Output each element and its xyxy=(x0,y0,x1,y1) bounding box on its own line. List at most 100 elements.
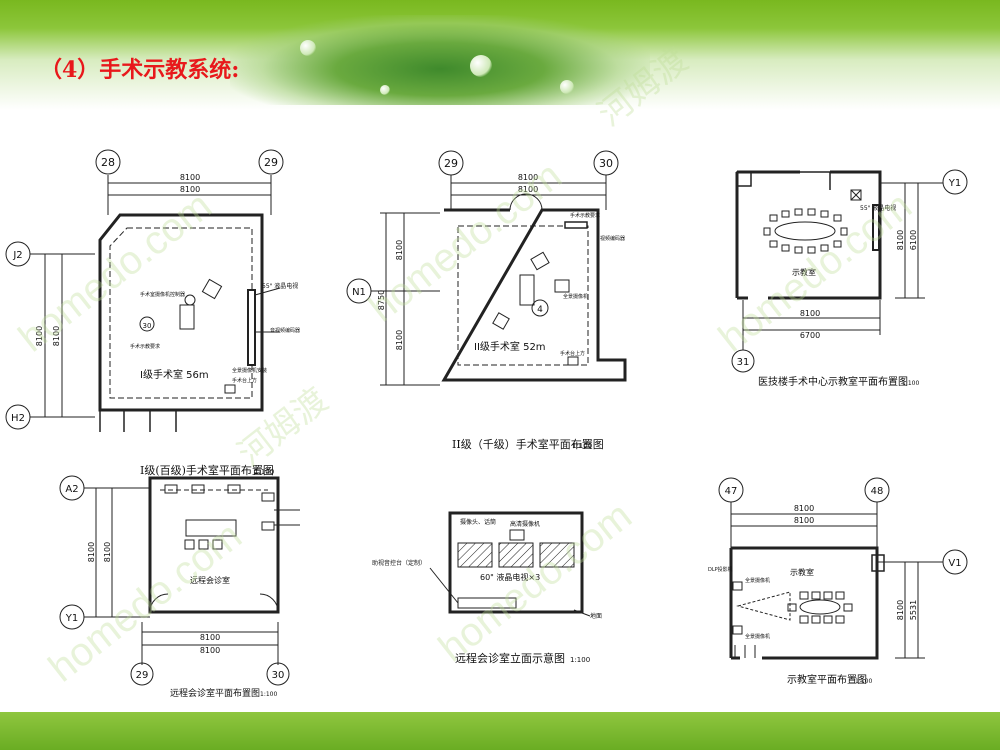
water-drop-decoration xyxy=(300,40,316,56)
equipment-note: 55" 液晶电视 xyxy=(262,282,298,290)
dimension-label: 8100 xyxy=(794,516,814,525)
marker-label: 4 xyxy=(537,305,543,315)
demo-hall-plan xyxy=(731,169,968,373)
dimension-label: 8100 xyxy=(180,173,200,182)
dimension-label: 8100 xyxy=(395,330,404,350)
water-drop-decoration xyxy=(560,80,574,94)
water-drop-decoration xyxy=(380,85,390,95)
dimension-label: 6700 xyxy=(800,331,820,340)
room-label: 示教室 xyxy=(790,567,814,577)
room-label: I级手术室 56m xyxy=(140,368,209,381)
camera-marker xyxy=(531,299,549,317)
header-banner xyxy=(0,0,1000,110)
drawing-caption: 远程会诊室平面布置图 xyxy=(170,687,260,699)
drawing-caption: 医技楼手术中心示教室平面布置图 xyxy=(758,375,908,388)
scale-label: 1:100 xyxy=(254,468,274,476)
axis-marker xyxy=(942,549,968,575)
axis-label: 29 xyxy=(136,670,149,681)
dimension-label: 8100 xyxy=(395,240,404,260)
equipment-note: 音视频编码器 xyxy=(270,327,300,334)
row-label: Y1 xyxy=(948,178,961,189)
scale-label: 1:100 xyxy=(570,656,590,664)
axis-label: 30 xyxy=(272,670,285,681)
axis-label: 30 xyxy=(599,157,613,170)
scale-label: 1:100 xyxy=(855,678,872,685)
equipment-note: 全景摄像机 xyxy=(745,633,770,640)
axis-label: 29 xyxy=(444,157,458,170)
equipment-note: 视频编码器 xyxy=(600,235,625,242)
console-desk xyxy=(185,519,237,537)
dimension-label: 8100 xyxy=(103,542,112,562)
equipment-note: 手术台上方 xyxy=(232,377,257,384)
elevation-label: 助视音控台（定制） xyxy=(372,559,426,567)
chair-group xyxy=(787,591,853,624)
dimension-label: 8100 xyxy=(52,326,61,346)
lcd-tv-3 xyxy=(539,542,575,568)
axis-label: 31 xyxy=(737,357,750,368)
axis-marker xyxy=(95,149,121,175)
axis-marker xyxy=(942,169,968,195)
scale-label: 1:100 xyxy=(260,691,277,698)
row-label: J2 xyxy=(12,250,22,261)
axis-label: 48 xyxy=(871,486,884,497)
footer-bar xyxy=(0,712,1000,750)
marker-label: 30 xyxy=(143,322,152,330)
equipment-note: 全景摄像机 xyxy=(563,293,588,300)
dimension-label: 8100 xyxy=(200,646,220,655)
equipment-note: 手术示教要求 xyxy=(130,343,160,350)
dimension-label: 5531 xyxy=(909,600,918,620)
dimension-label: 8750 xyxy=(377,290,386,310)
drawing-caption: I级(百级)手术室平面布置图 xyxy=(140,463,274,477)
room-label: 远程会诊室 xyxy=(190,575,230,585)
equipment-note: DLP投影机 xyxy=(708,566,733,573)
dimension-label: 8100 xyxy=(896,600,905,620)
projector-icon xyxy=(850,189,862,201)
row-label: V1 xyxy=(948,558,961,569)
axis-marker xyxy=(731,349,755,373)
drawing-caption: II级（千级）手术室平面布置图 xyxy=(452,437,604,451)
dimension-label: 6100 xyxy=(909,230,918,250)
slide-title: （4）手术示教系统: xyxy=(40,57,240,83)
conference-table xyxy=(774,221,836,241)
equipment-note: 全景摄像机 xyxy=(745,577,770,584)
dimension-label: 8100 xyxy=(180,185,200,194)
equipment-note: 55" 液晶电视 xyxy=(860,204,896,212)
elevation-label: 摄像头、话筒 xyxy=(460,518,496,526)
scale-label: 1:100 xyxy=(572,442,592,450)
row-label: A2 xyxy=(65,484,78,495)
lcd-tv-2 xyxy=(498,542,534,568)
consult-room-plan xyxy=(59,475,300,686)
operating-table xyxy=(179,304,195,330)
equipment-note: 手术室摄像机控制器 xyxy=(140,291,185,298)
elevation-label: 60" 液晶电视×3 xyxy=(480,572,540,582)
consult-elevation xyxy=(429,511,591,617)
camera-marker xyxy=(139,316,155,332)
dimension-label: 8100 xyxy=(200,633,220,642)
room-label: 示教室 xyxy=(792,267,816,277)
hd-camera-icon xyxy=(509,529,525,541)
operating-table xyxy=(519,274,535,306)
axis-marker xyxy=(266,662,290,686)
row-label: H2 xyxy=(11,413,25,424)
scale-label: 1:100 xyxy=(902,380,919,387)
dimension-label: 8100 xyxy=(87,542,96,562)
projection-beam xyxy=(736,591,791,621)
console-cabinet xyxy=(457,597,517,609)
axis-marker xyxy=(258,149,284,175)
drawing-caption: 示教室平面布置图 xyxy=(787,673,867,686)
or-i-plan xyxy=(5,149,284,432)
elevation-label: 地面 xyxy=(590,612,602,620)
equipment-note: 手术台上方 xyxy=(560,350,585,357)
equipment-note: 全景摄像机安装 xyxy=(232,367,267,374)
dimension-label: 8100 xyxy=(518,173,538,182)
chair-group xyxy=(763,208,848,254)
dimension-label: 8100 xyxy=(518,185,538,194)
dimension-label: 8100 xyxy=(800,309,820,318)
dimension-label: 8100 xyxy=(35,326,44,346)
dimension-label: 8100 xyxy=(794,504,814,513)
demo-room-plan xyxy=(718,477,968,660)
room-label: II级手术室 52m xyxy=(474,340,546,353)
row-label: N1 xyxy=(352,287,366,298)
lcd-tv-1 xyxy=(457,542,493,568)
elevation-label: 高清摄像机 xyxy=(510,520,540,528)
